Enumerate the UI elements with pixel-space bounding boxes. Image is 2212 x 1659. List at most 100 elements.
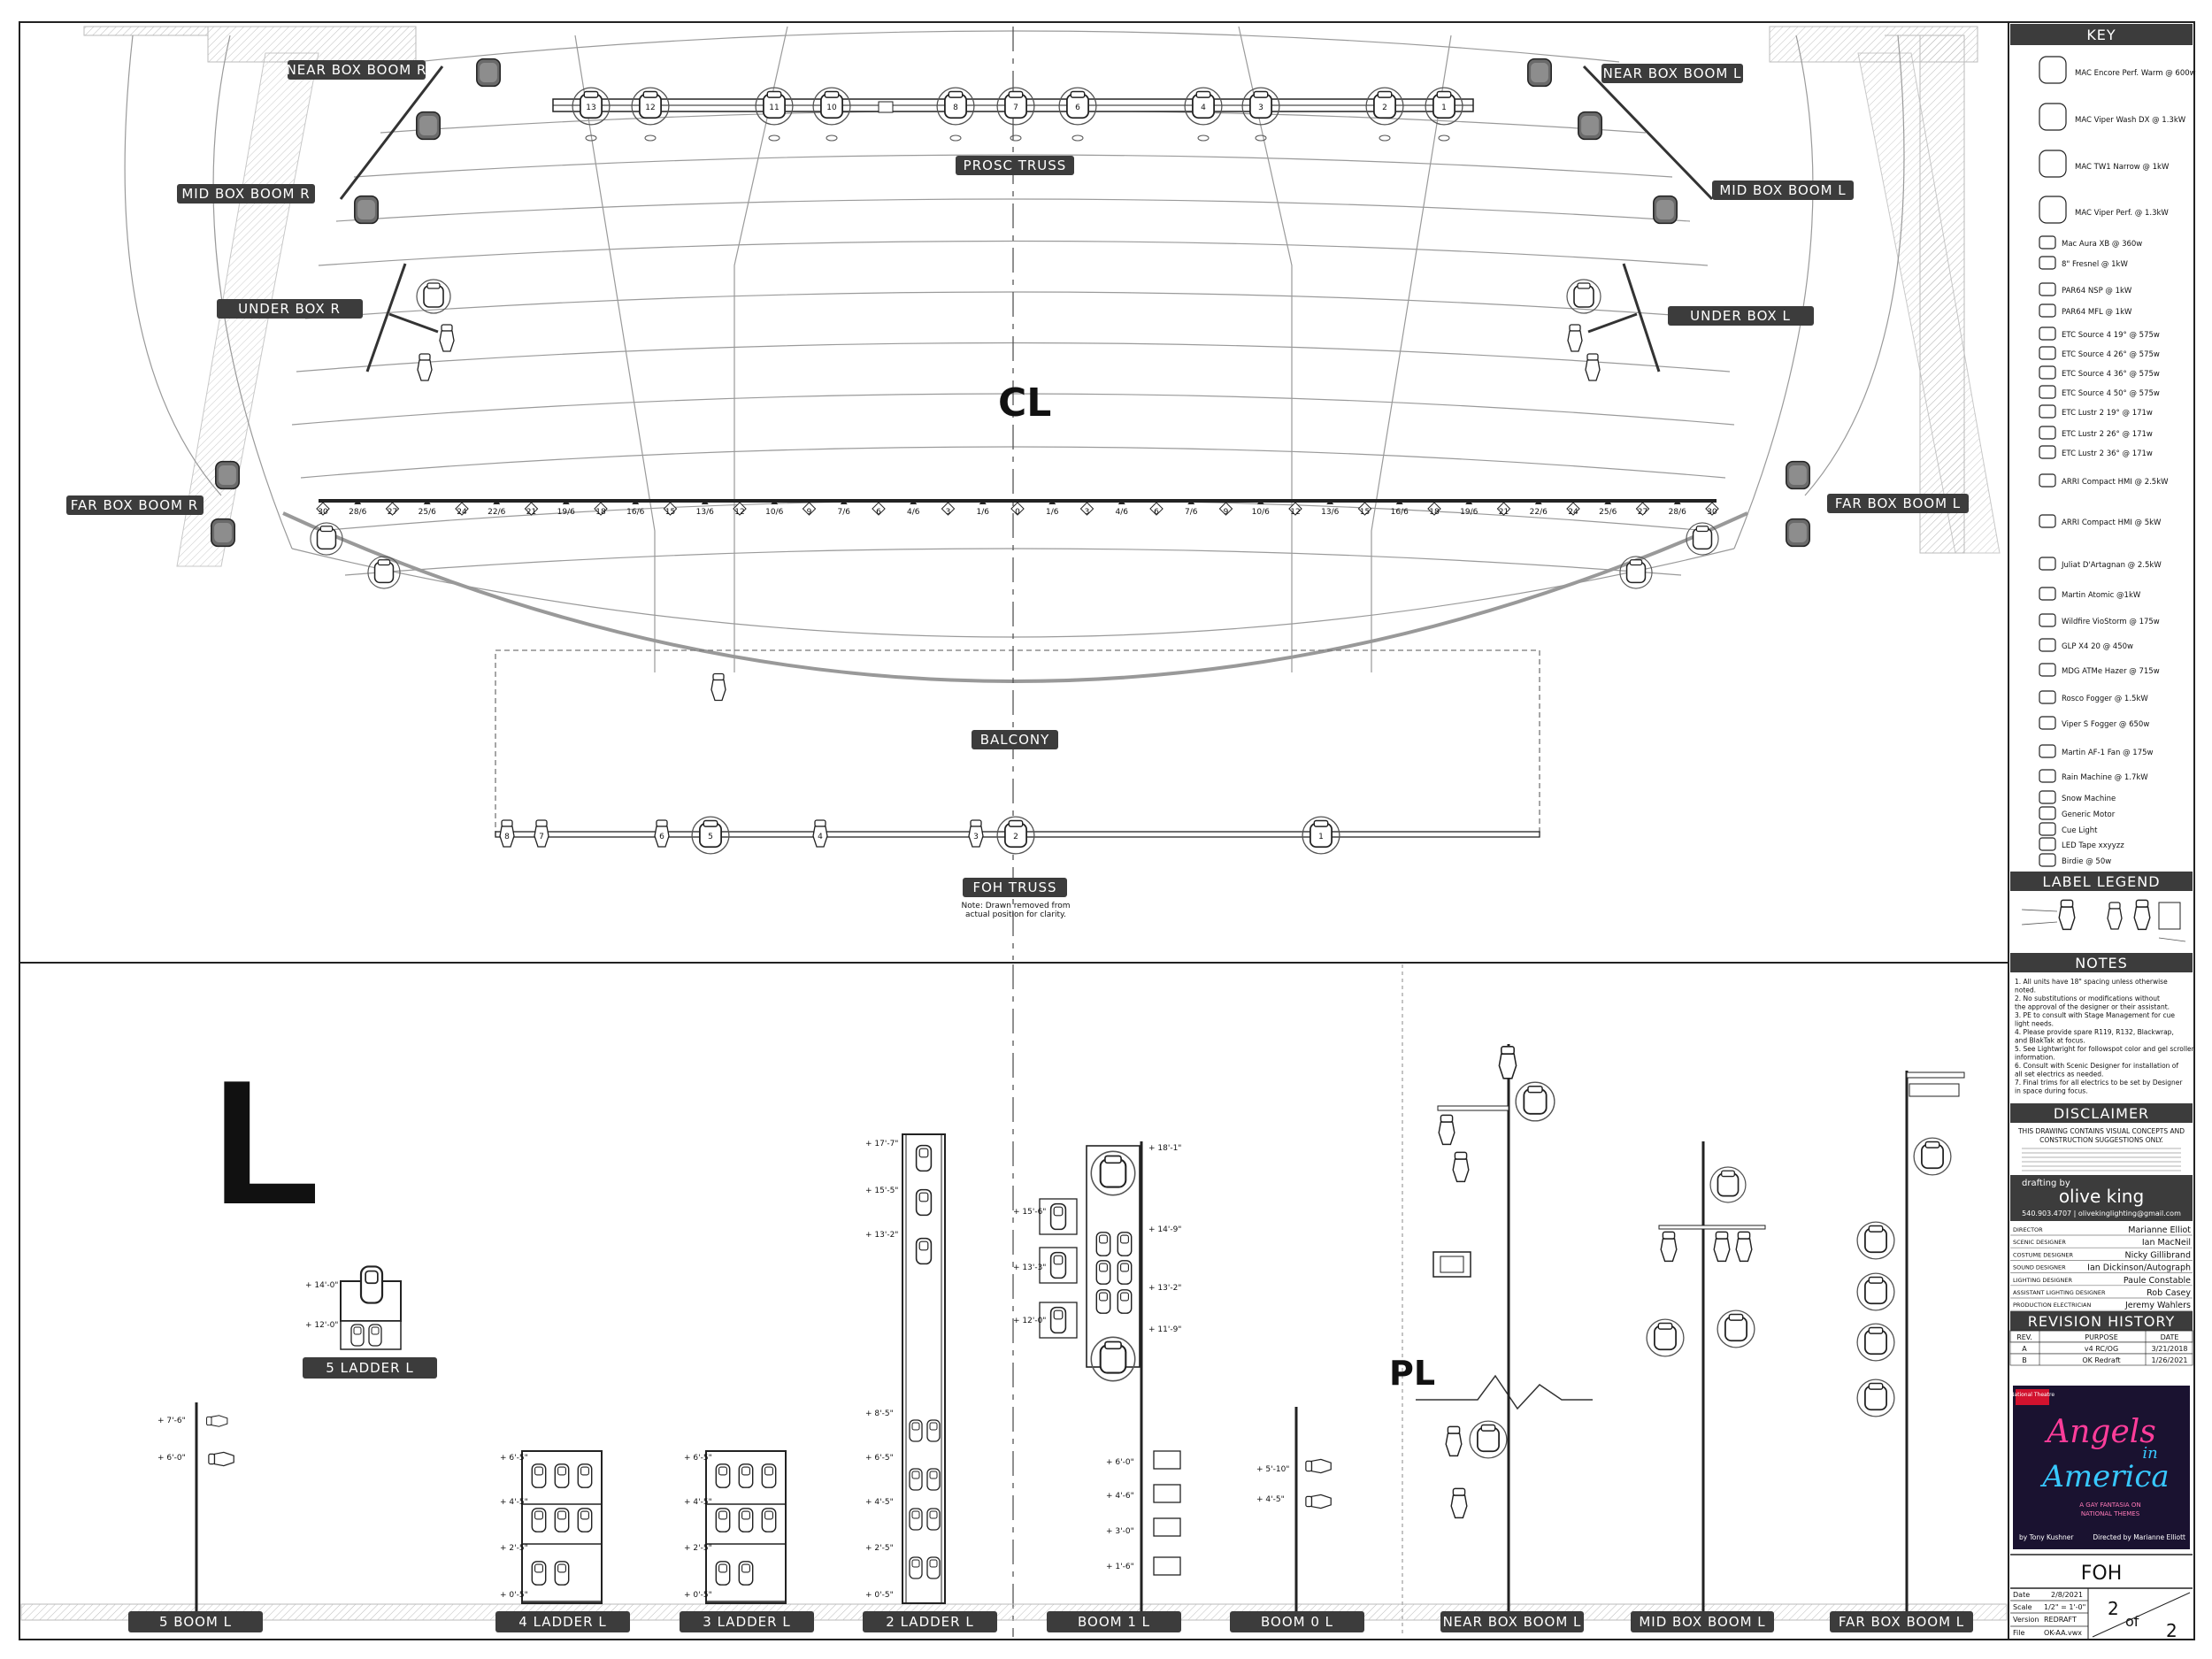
- rail-mark-label: 4/6: [907, 508, 920, 517]
- key-symbol: [2039, 613, 2056, 627]
- poster-author: by Tony Kushner: [2019, 1533, 2074, 1541]
- prosc-unit-address: [1071, 134, 1084, 142]
- svg-text:MID BOX BOOM L: MID BOX BOOM L: [1719, 182, 1846, 198]
- key-item-label: ETC Source 4 36° @ 575w: [2062, 370, 2160, 379]
- key-item-label: ETC Lustr 2 36° @ 171w: [2062, 449, 2153, 458]
- elevation-dimension: + 4'-5": [865, 1498, 894, 1507]
- rail-tick: [733, 502, 747, 516]
- ladder-unit: [926, 1556, 941, 1579]
- rail-tick: [1187, 499, 1195, 504]
- page-number: 2: [2108, 1598, 2119, 1619]
- ladder-unit: [715, 1560, 731, 1586]
- poster-title-3: America: [2039, 1459, 2169, 1494]
- notes-list: 1. All units have 18" spacing unless oth…: [2015, 978, 2195, 1095]
- svg-text:FOH TRUSS: FOH TRUSS: [972, 879, 1056, 895]
- key-symbol: [2039, 196, 2067, 224]
- svg-text:PROSC TRUSS: PROSC TRUSS: [964, 157, 1067, 173]
- rail-tick: [1673, 499, 1681, 504]
- label-near-box-boom-r: NEAR BOX BOOM R: [287, 60, 427, 80]
- label-near-box-boom-l: NEAR BOX BOOM L: [1601, 64, 1743, 83]
- rail-mark-label: 25/6: [419, 508, 436, 517]
- key-item-label: ETC Lustr 2 19° @ 171w: [2062, 409, 2153, 418]
- svg-text:FAR BOX BOOM L: FAR BOX BOOM L: [1835, 495, 1961, 511]
- key-symbol: [2039, 365, 2056, 380]
- key-item-label: GLP X4 20 @ 450w: [2062, 642, 2133, 651]
- svg-text:BOOM 1 L: BOOM 1 L: [1078, 1614, 1150, 1630]
- key-item-label: MAC Encore Perf. Warm @ 600w: [2075, 69, 2196, 78]
- credit-role: ASSISTANT LIGHTING DESIGNER: [2013, 1289, 2106, 1296]
- rail-mark-label: 15: [1360, 508, 1370, 517]
- ladder-unit: [915, 1237, 933, 1265]
- svg-text:UNDER BOX R: UNDER BOX R: [238, 301, 341, 317]
- prosc-unit-number: 12: [645, 104, 655, 112]
- ladder-unit: [926, 1419, 941, 1442]
- rail-tick: [1357, 502, 1372, 516]
- elevation-dimension: + 6'-0": [1106, 1458, 1134, 1467]
- label-prosc-truss: PROSC TRUSS: [956, 156, 1074, 175]
- rail-tick: [701, 499, 709, 504]
- rail-mark-label: 22/6: [1530, 508, 1548, 517]
- rail-tick: [385, 502, 400, 516]
- elevation-dimension: + 4'-5": [500, 1498, 528, 1507]
- rail-tick: [423, 499, 431, 504]
- key-item-label: ETC Source 4 19° @ 575w: [2062, 331, 2160, 340]
- rail-mark-label: 9: [807, 508, 812, 517]
- boom-unit: [1049, 1251, 1067, 1279]
- prosc-unit-number: 11: [769, 104, 779, 112]
- rail-tick: [941, 502, 956, 516]
- rail-mark-label: 9: [1224, 508, 1229, 517]
- prosc-unit-number: 13: [586, 104, 595, 112]
- rail-mark-label: 7/6: [838, 508, 851, 517]
- poster-company: National Theatre: [2010, 1392, 2055, 1398]
- elevation-dimension: + 14'-0": [305, 1281, 338, 1290]
- rail-tick: [562, 499, 570, 504]
- rail-tick: [524, 502, 539, 516]
- rail-mark-label: 6: [1154, 508, 1159, 517]
- rail-tick: [1118, 499, 1125, 504]
- svg-text:NEAR BOX BOOM L: NEAR BOX BOOM L: [1443, 1614, 1582, 1630]
- ladder-unit: [577, 1507, 593, 1533]
- rail-mark-label: 28/6: [1669, 508, 1686, 517]
- note-line: 2. No substitutions or modifications wit…: [2015, 995, 2160, 1002]
- key-item-label: Mac Aura XB @ 360w: [2062, 240, 2142, 249]
- key-symbol: [2039, 426, 2056, 440]
- prosc-unit-number: 4: [1201, 104, 1206, 112]
- elevation-dimension: + 3'-0": [1106, 1527, 1134, 1536]
- note-line: the approval of the designer or their as…: [2015, 1003, 2170, 1011]
- elevation-dimension: + 2'-5": [684, 1544, 712, 1553]
- revision-cell: A: [2022, 1345, 2027, 1353]
- elevation-dimension: + 2'-5": [865, 1544, 894, 1553]
- elevation-dimension: + 6'-5": [865, 1454, 894, 1463]
- credit-role: LIGHTING DESIGNER: [2013, 1277, 2072, 1284]
- ladder-unit: [715, 1463, 731, 1489]
- key-symbol: [2039, 638, 2056, 652]
- date-label: Date: [2013, 1591, 2030, 1599]
- boom-unit: [1117, 1260, 1133, 1285]
- prosc-unit-address: [768, 134, 780, 142]
- svg-text:UNDER BOX L: UNDER BOX L: [1690, 308, 1791, 324]
- rail-tick: [354, 499, 362, 504]
- key-symbol: [2039, 790, 2056, 804]
- revision-cell: B: [2022, 1356, 2027, 1364]
- note-line: all set electrics as needed.: [2015, 1071, 2103, 1079]
- key-item-label: Rain Machine @ 1.7kW: [2062, 773, 2148, 782]
- note-line: noted.: [2015, 987, 2036, 995]
- poster-title-1: Angels: [2044, 1414, 2156, 1450]
- boom-unit: [1095, 1289, 1111, 1314]
- svg-text:NEAR BOX BOOM R: NEAR BOX BOOM R: [287, 62, 427, 78]
- notes-title: NOTES: [2075, 955, 2128, 972]
- elevation-dimension: + 6'-5": [684, 1454, 712, 1463]
- prosc-device: [878, 101, 894, 113]
- ladder-unit: [909, 1508, 923, 1531]
- key-item-label: ETC Source 4 26° @ 575w: [2062, 350, 2160, 359]
- rail-tick: [1010, 502, 1025, 516]
- boom-unit: [1117, 1232, 1133, 1256]
- revision-history-title: REVISION HISTORY: [2028, 1313, 2176, 1330]
- key-symbol: [2039, 837, 2056, 851]
- note-line: 6. Consult with Scenic Designer for inst…: [2015, 1062, 2178, 1070]
- rail-tick: [1149, 502, 1164, 516]
- rail-mark-label: 30: [318, 508, 328, 517]
